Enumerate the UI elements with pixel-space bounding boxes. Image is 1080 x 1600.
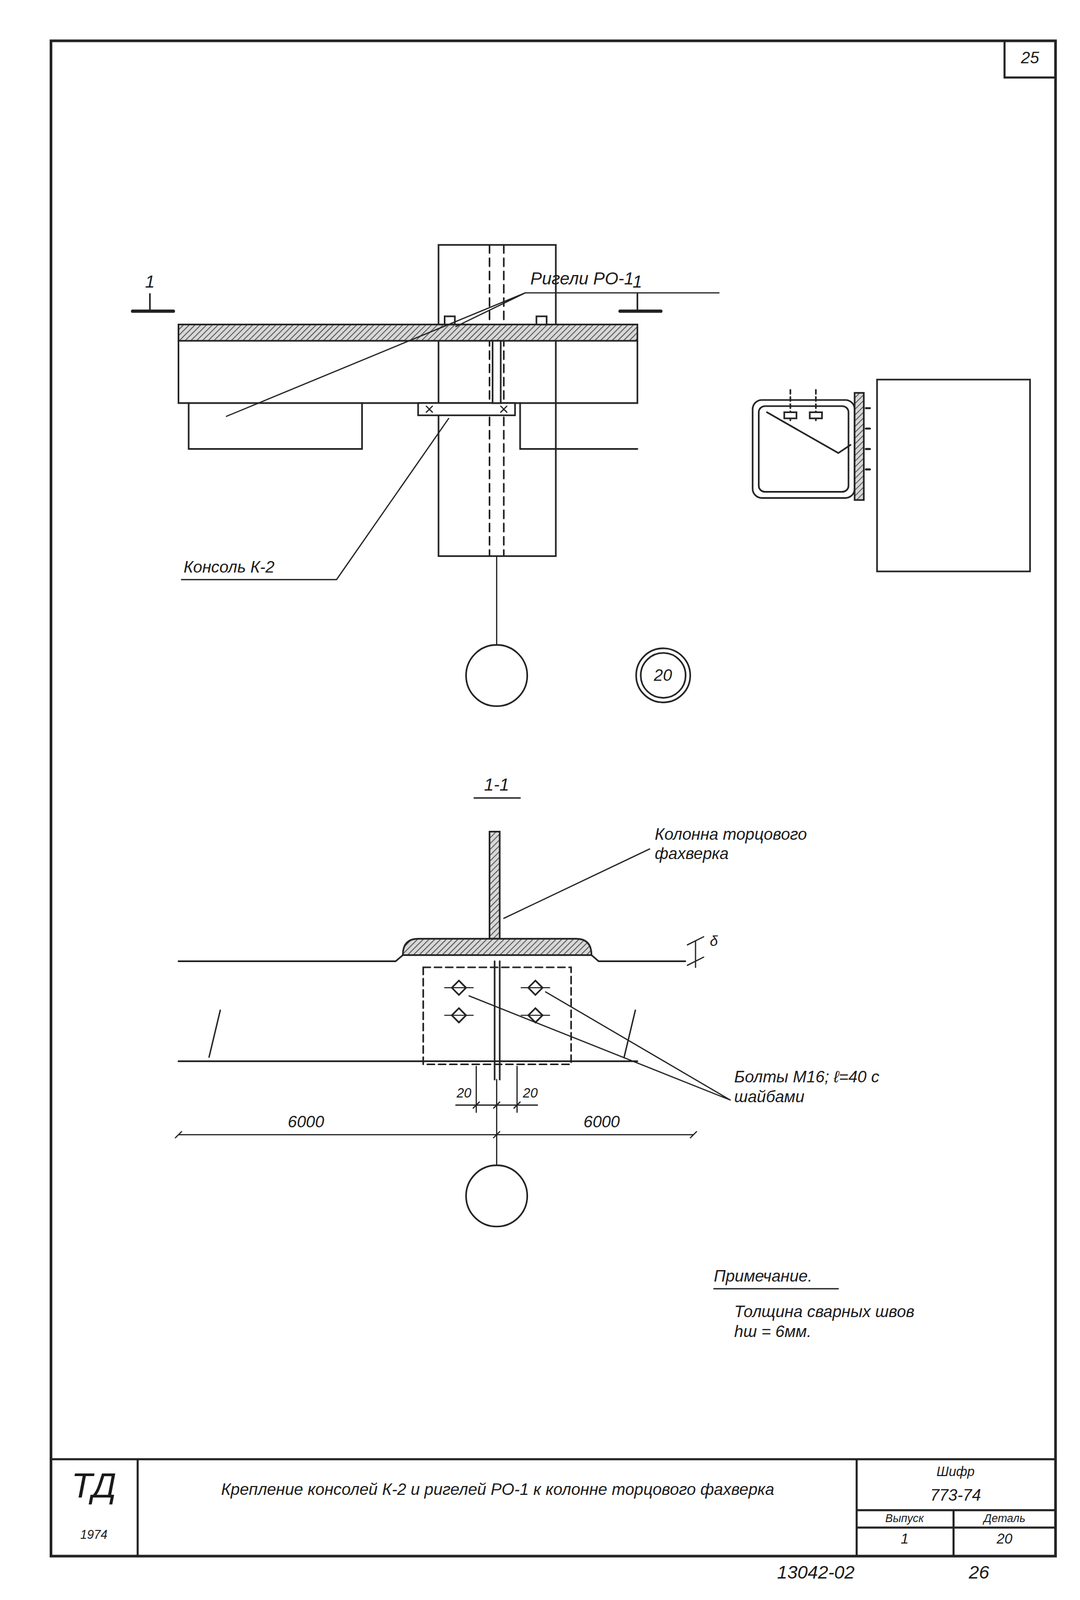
section-view-part [178,1060,638,1062]
plan-view-part [619,309,661,313]
plan-view-part [492,340,501,404]
bolt-symbol [444,980,550,1022]
title-block-cell: 20 [996,1530,1013,1548]
drawing-part [51,40,1056,1556]
plan-view-part [438,244,556,556]
archive-number: 13042-02 [777,1560,855,1583]
plan-view-part [148,293,151,312]
plan-view-part [489,244,504,556]
side-view-part [809,411,822,419]
dimension: 20 [522,1084,538,1101]
section-view-part [423,967,572,1064]
title-block-cell: Деталь [983,1511,1026,1526]
section-view-part [474,797,521,799]
dimension: 6000 [583,1111,620,1132]
section-view-part [466,1165,528,1227]
dimension: 20 [456,1084,472,1101]
sheet-frame-part [1004,40,1056,78]
dimension: 6000 [288,1111,325,1132]
plan-view [132,244,720,706]
sheet-frame [51,40,1056,1556]
title-block-cell: Выпуск [885,1511,925,1526]
section-view-part [209,1009,636,1057]
section-view-part [455,1065,538,1112]
plan-view-part [181,418,449,580]
title-block-cell: 1 [900,1530,909,1548]
stamp-year: 1974 [80,1526,108,1542]
side-view [752,379,1031,572]
part-label: Болты М16; ℓ=40 с шайбами [734,1066,929,1107]
note-text: Толщина сварных швов hш = 6мм. [734,1301,929,1341]
plan-view-part [496,556,498,646]
side-view-part [758,406,849,492]
section-title: 1-1 [484,774,510,796]
section-view-part [178,955,686,962]
side-view-part [865,408,870,470]
detail-circle [634,646,692,704]
drawing-title: Крепление консолей К-2 и ригелей РО-1 к … [212,1479,784,1499]
plan-view-part [188,403,638,450]
plan-view-part [444,316,456,325]
plan-view-part [536,316,547,325]
section-view-part [468,991,730,1100]
plan-view-part [132,309,174,313]
detail-circle-outer [635,648,690,703]
detail-circle-inner [640,652,686,698]
bolt-symbol-part [444,987,550,1016]
stamp: ТД [71,1464,117,1507]
part-label: Ригели РО-1 [530,268,635,290]
section-view-part [503,848,650,919]
section-mark: 1 [145,271,155,293]
plan-view-part [178,324,638,341]
side-view-part [877,379,1031,572]
section-view-part [714,1288,839,1290]
section-view-part [473,1101,521,1109]
plan-view-part [226,292,719,417]
dimension: δ [709,932,718,950]
side-view-part [854,392,865,500]
detail-number: 20 [634,646,692,704]
side-view-part [752,399,855,498]
plan-view-part [636,293,639,312]
section-view-part [496,1079,498,1166]
section-view-part [494,960,500,1079]
bolt-symbol-part [451,980,543,1022]
detail-marker: 20 [634,646,692,704]
note-heading: Примечание. [714,1266,813,1286]
sheet-number: 25 [1020,48,1040,68]
section-view-part [175,1131,697,1138]
section-view-part [489,831,500,939]
section-mark: 1 [632,271,642,293]
section-view-part [687,936,704,968]
sheet-frame-part [51,40,1056,1556]
title-block-cell: Шифр [936,1463,975,1479]
title-block-cell: 773-74 [929,1485,981,1505]
sheet-frame-part [51,1458,1056,1556]
archive-number: 26 [968,1560,990,1583]
part-label: Колонна торцового фахверка [655,824,849,864]
section-view-part [403,938,592,955]
side-view-part [766,411,851,453]
section-view [175,797,839,1289]
plan-view-part [466,644,528,706]
plan-view-part [178,340,638,404]
part-label: Консоль К-2 [183,557,275,577]
side-view-part [784,411,797,419]
plan-view-part [418,403,515,416]
plan-view-part [426,406,507,413]
